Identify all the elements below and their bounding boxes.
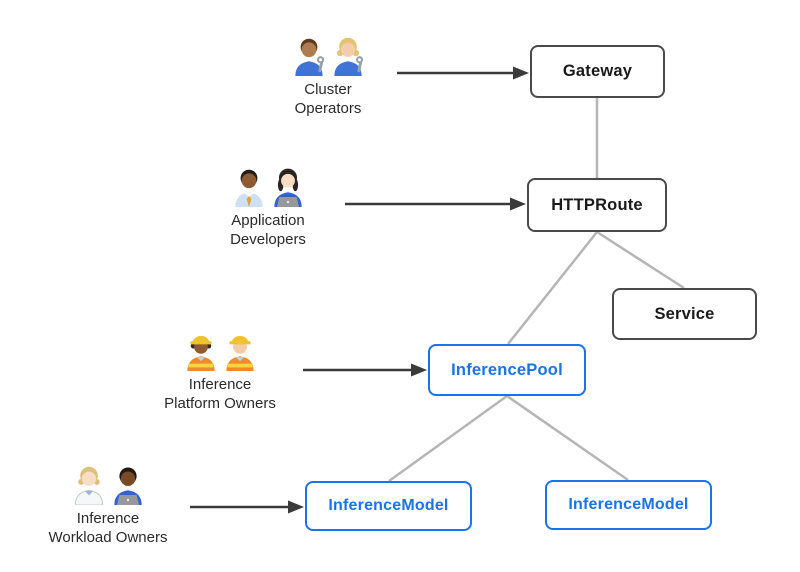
- node-httproute: HTTPRoute: [527, 178, 667, 232]
- persona-label-line: Inference: [188, 376, 252, 393]
- persona-application-developers: Application Developers: [183, 164, 353, 249]
- persona-inference-platform-owners: Inference Platform Owners: [135, 328, 305, 413]
- office-worker-icon: [234, 169, 263, 207]
- persona-label-line: Inference: [76, 510, 140, 527]
- persona-label-line: Workload Owners: [48, 529, 168, 546]
- persona-label-line: Developers: [230, 231, 306, 248]
- persona-label: Inference Platform Owners: [164, 375, 276, 413]
- woman-construction-worker-icon: [186, 335, 215, 371]
- edge-httproute-inferencepool: [507, 231, 598, 345]
- arrow-platform-owners-to-inferencepool: [303, 363, 427, 377]
- persona-label-line: Operators: [294, 100, 362, 117]
- persona-label: Inference Workload Owners: [49, 509, 168, 547]
- persona-inference-workload-owners: Inference Workload Owners: [23, 462, 193, 547]
- workload-owners-icon: [71, 462, 146, 505]
- developers-icon: [231, 164, 306, 207]
- health-worker-icon: [74, 466, 103, 505]
- node-inferencemodel-right: InferenceModel: [545, 480, 712, 530]
- edge-inferencepool-inferencemodel-left: [388, 394, 508, 483]
- woman-technologist-icon: [273, 168, 302, 207]
- persona-label: Cluster Operators: [295, 80, 362, 118]
- construction-workers-icon: [183, 328, 258, 371]
- node-gateway: Gateway: [530, 45, 665, 98]
- mechanics-icon: [291, 33, 366, 76]
- persona-label-line: Application: [231, 212, 305, 229]
- node-inferencemodel-left: InferenceModel: [305, 481, 472, 531]
- edge-httproute-service: [596, 230, 685, 290]
- node-inferencepool: InferencePool: [428, 344, 586, 396]
- arrow-workload-owners-to-inferencemodel: [190, 500, 304, 514]
- man-construction-worker-icon: [225, 335, 254, 371]
- persona-cluster-operators: Cluster Operators: [243, 33, 413, 118]
- woman-mechanic-icon: [333, 37, 363, 76]
- man-mechanic-icon: [294, 38, 324, 76]
- persona-label-line: Platform Owners: [164, 395, 276, 412]
- arrow-cluster-operators-to-gateway: [397, 66, 529, 80]
- arrow-application-developers-to-httproute: [345, 197, 526, 211]
- persona-label-line: Cluster: [304, 81, 352, 98]
- node-service: Service: [612, 288, 757, 340]
- man-technologist-icon: [113, 467, 142, 505]
- edge-inferencepool-inferencemodel-right: [506, 394, 629, 482]
- persona-label: Application Developers: [230, 211, 306, 249]
